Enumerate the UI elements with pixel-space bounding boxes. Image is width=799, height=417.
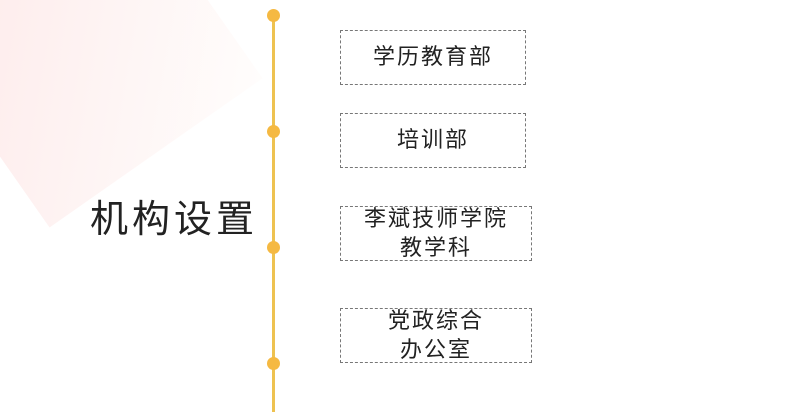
department-box: 李斌技师学院 教学科 [340,206,532,261]
section-title: 机构设置 [90,197,259,241]
department-box: 培训部 [340,113,526,168]
department-label: 党政综合 办公室 [387,308,484,363]
timeline-dot [267,357,280,370]
timeline-line [272,15,275,412]
timeline-dot [267,125,280,138]
department-label: 培训部 [396,128,469,153]
department-box: 学历教育部 [340,30,526,85]
timeline-dot [267,241,280,254]
timeline-dot [267,9,280,22]
department-label: 学历教育部 [372,45,493,70]
department-label: 李斌技师学院 教学科 [363,206,508,261]
department-box: 党政综合 办公室 [340,308,532,363]
